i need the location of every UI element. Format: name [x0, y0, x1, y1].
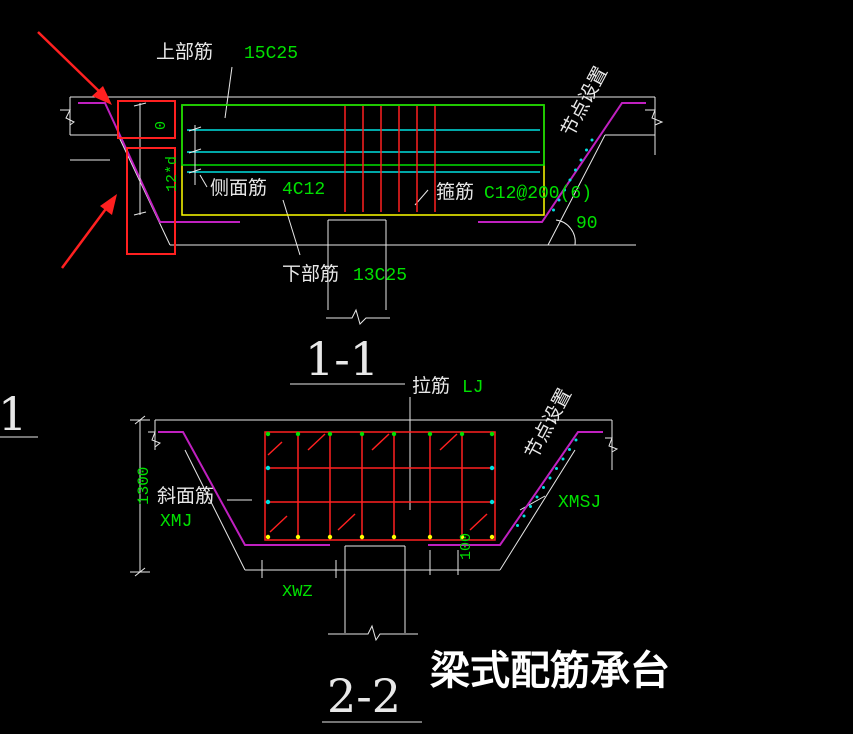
section-1-1-title: 1-1 — [305, 332, 379, 386]
left-edge-label: 1 — [0, 387, 27, 441]
top-bar-label: 上部筋 — [156, 41, 213, 63]
slope-dot — [552, 208, 555, 212]
bottom-dim: 100 — [458, 533, 475, 560]
slope-dot — [579, 158, 583, 162]
slope-dot — [516, 524, 519, 527]
section-1-1-stirrups — [344, 106, 436, 212]
bottom-bar-dot — [391, 534, 397, 540]
top-bar-dot — [489, 431, 495, 437]
section-1-1-right-dots — [552, 138, 594, 212]
tie-value: LJ — [462, 378, 484, 398]
slope-right-value: XMSJ — [558, 493, 601, 513]
stirrup-label: 箍筋 — [436, 181, 474, 203]
height-dim: 1300 — [135, 467, 153, 505]
arrow-head-icon-2 — [100, 194, 117, 215]
slope-label: 斜面筋 — [157, 485, 214, 507]
bottom-bar-value: 13C25 — [353, 266, 407, 286]
stirrup-value: C12@200(6) — [484, 184, 592, 204]
angle-value: 90 — [576, 214, 598, 234]
side-bar-dot — [265, 499, 271, 505]
bottom-bar-dot — [327, 534, 333, 540]
side-bar-label: 侧面筋 — [210, 177, 267, 199]
slope-dot — [555, 467, 558, 470]
slope-dot — [568, 178, 572, 182]
node-setting-2: 节点设置 — [521, 385, 576, 462]
section-2-2-bar-dots — [265, 431, 495, 540]
slope-value: XMJ — [160, 512, 192, 532]
slope-dot — [574, 168, 577, 172]
slope-dot — [542, 486, 545, 489]
width-dim: XWZ — [282, 583, 313, 602]
top-bar-dot — [327, 431, 333, 437]
side-bar-dot — [489, 465, 495, 471]
bottom-bar-dot — [359, 534, 365, 540]
arrow-head-icon — [92, 86, 112, 105]
bottom-bar-dot — [295, 534, 301, 540]
slope-dot — [574, 438, 578, 442]
section-1-1-highlights — [117, 100, 176, 255]
bottom-bar-label: 下部筋 — [282, 263, 339, 285]
slope-dot — [535, 495, 539, 499]
slope-dot — [557, 198, 561, 202]
slope-dot — [529, 505, 532, 508]
side-bar-dot — [489, 499, 495, 505]
bottom-bar-dot — [459, 534, 465, 540]
section-1-1-angle-arc — [555, 219, 576, 246]
section-1-1: 上部筋 15C25 0 12*d 侧面筋 4C12 箍筋 C12@200(6) … — [37, 31, 664, 386]
section-2-2-cage — [264, 431, 496, 541]
top-bar-dot — [295, 431, 301, 437]
section-2-2-right-dots — [516, 438, 578, 527]
slope-dot — [548, 476, 552, 480]
top-bar-dot — [459, 431, 465, 437]
top-bar-dot — [427, 431, 433, 437]
top-bar-dot — [359, 431, 365, 437]
section-2-2-slope-bars — [158, 431, 603, 546]
slope-dot — [522, 514, 526, 518]
side-bar-dot — [265, 465, 271, 471]
top-bar-dot — [265, 431, 271, 437]
side-bar-value: 4C12 — [282, 180, 325, 200]
bottom-bar-dot — [427, 534, 433, 540]
section-1-1-slope-bars — [78, 102, 646, 223]
slope-dot — [590, 138, 594, 142]
section-2-2-outline — [130, 397, 619, 723]
section-2-2-title: 2-2 — [327, 669, 401, 723]
bottom-bar-dot — [489, 534, 495, 540]
slope-dot — [585, 148, 588, 152]
slope-dot — [561, 457, 565, 461]
tie-label: 拉筋 — [412, 375, 450, 397]
section-1-1-dim-ticks — [133, 102, 202, 216]
top-bar-dot — [391, 431, 397, 437]
section-1-1-outline — [60, 66, 664, 385]
slope-dot — [568, 448, 571, 451]
red-arrows — [37, 31, 117, 269]
slope-dot — [563, 188, 566, 192]
bottom-bar-dot — [265, 534, 271, 540]
dim-top: 0 — [153, 121, 170, 130]
dim-side: 12*d — [164, 156, 181, 192]
main-title: 梁式配筋承台 — [430, 648, 670, 694]
top-bar-value: 15C25 — [244, 44, 298, 64]
